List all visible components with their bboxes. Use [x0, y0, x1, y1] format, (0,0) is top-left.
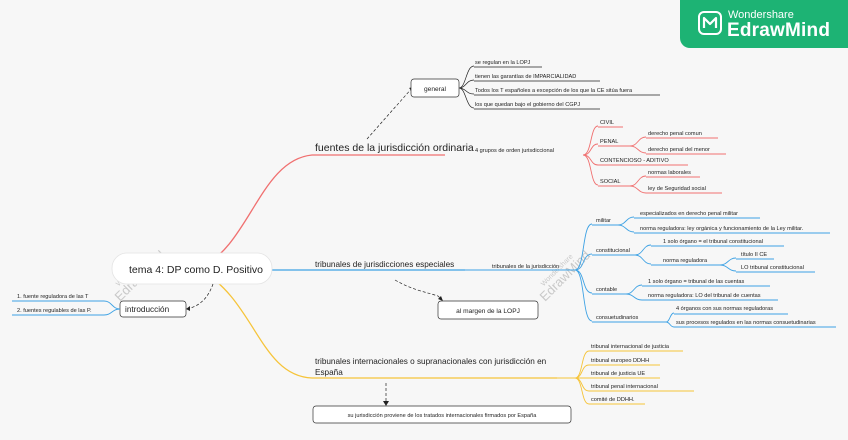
intro-item: 2. fuentes regulables de las P.	[17, 308, 92, 314]
general-item: Todos los T españoles a excepción de los…	[475, 88, 633, 94]
arrow-head	[438, 296, 443, 301]
militar-item: norma reguladora: ley orgánica y funcion…	[640, 226, 804, 232]
arrow-head	[383, 401, 389, 406]
consuetudinarios-connectors	[665, 312, 675, 328]
contable-connectors	[625, 284, 643, 301]
social-connectors	[629, 175, 647, 194]
constitucional-organ: 1 solo órgano = el tribunal constitucion…	[663, 239, 763, 245]
tribunal-item: tribunal europeo DDHH	[591, 358, 649, 364]
constitucional-label: constitucional	[596, 248, 630, 254]
penal-connectors	[629, 136, 647, 154]
watermark: Wondershare EdrawMind	[537, 248, 594, 305]
arrow-head	[186, 306, 190, 311]
root-node	[111, 252, 273, 285]
internacionales-connectors	[574, 350, 590, 405]
branch2-label: tribunales de jurisdicciones especiales	[315, 260, 454, 269]
norma-item: título II CE	[741, 252, 767, 258]
margin-box	[437, 300, 539, 320]
intro-item: 1. fuente reguladora de las T	[17, 294, 89, 300]
penal-item: derecho penal comun	[648, 131, 702, 137]
consuetudinarios-label: consuetudinarios	[596, 315, 638, 321]
arrow-to-intro	[186, 283, 214, 310]
general-item: los que quedan bajo el gobierno del CGPJ	[475, 102, 580, 108]
branch1-label: fuentes de la jurisdicción ordinaria	[315, 142, 474, 154]
note-label: su jurisdicción proviene de los tratados…	[348, 413, 538, 419]
intro-connectors	[103, 300, 121, 316]
consuetudinarios-item: sus procesos regulados en las normas con…	[676, 320, 816, 326]
general-label: general	[424, 86, 447, 93]
orden-social: SOCIAL	[600, 179, 621, 185]
contable-label: contable	[596, 287, 617, 293]
norma-connectors	[719, 257, 737, 272]
tribunal-item: tribunal penal internacional	[591, 384, 658, 390]
contable-item: norma reguladora: LO del tribunal de cue…	[648, 293, 761, 299]
general-item: se regulan en la LOPJ	[475, 60, 531, 66]
general-connectors	[458, 65, 475, 109]
branch3-label: tribunales internacionales o supranacion…	[315, 357, 547, 366]
branch3-label-2: España	[315, 368, 343, 377]
tribunal-item: tribunal de justicia UE	[591, 371, 645, 377]
constitucional-connectors	[634, 244, 652, 265]
intro-label: introducción	[125, 305, 170, 314]
penal-item: derecho penal del menor	[648, 147, 710, 153]
note-box	[312, 405, 572, 424]
militar-item: especializados en derecho penal militar	[640, 211, 738, 217]
orden-penal: PENAL	[600, 139, 618, 145]
connector-branch1	[199, 154, 445, 269]
militar-label: militar	[596, 218, 611, 224]
social-item: normas laborales	[648, 170, 691, 176]
brand-edrawmind: EdrawMind	[727, 20, 831, 41]
ordenes-label: 4 grupos de orden jurisdiccional	[475, 148, 554, 154]
tribunal-item: tribunal internacional de justicia	[591, 344, 670, 350]
branch2-sub: tribunales de la jurisdicción	[492, 264, 559, 270]
general-item: tienen las garantías de IMPARCIALIDAD	[475, 74, 576, 80]
norma-item: LO tribunal constitucional	[741, 265, 804, 271]
margin-label: al margen de la LOPJ	[456, 308, 520, 315]
edrawmind-logo-icon	[698, 11, 722, 35]
social-item: ley de Seguridad social	[648, 186, 706, 192]
contable-item: 1 solo órgano = tribunal de las cuentas	[648, 279, 744, 285]
ordenes-connectors	[582, 125, 599, 186]
constitucional-norma: norma reguladora	[663, 258, 708, 264]
militar-connectors	[617, 216, 635, 233]
svg-text:EdrawMind: EdrawMind	[537, 248, 594, 305]
brand-wondershare: Wondershare	[728, 9, 794, 21]
consuetudinarios-item: 4 órganos con sus normas reguladoras	[676, 306, 773, 312]
tribunal-item: comité de DDHH.	[591, 397, 635, 403]
orden-civil: CIVIL	[600, 120, 614, 126]
arrow-to-general	[366, 86, 414, 140]
arrow-to-margin	[394, 279, 443, 301]
edrawmind-brand-badge: Wondershare EdrawMind	[680, 0, 848, 48]
especiales-connectors	[574, 223, 593, 322]
root-label: tema 4: DP como D. Positivo	[129, 264, 263, 276]
orden-contencioso: CONTENCIOSO - ADITIVO	[600, 158, 669, 164]
